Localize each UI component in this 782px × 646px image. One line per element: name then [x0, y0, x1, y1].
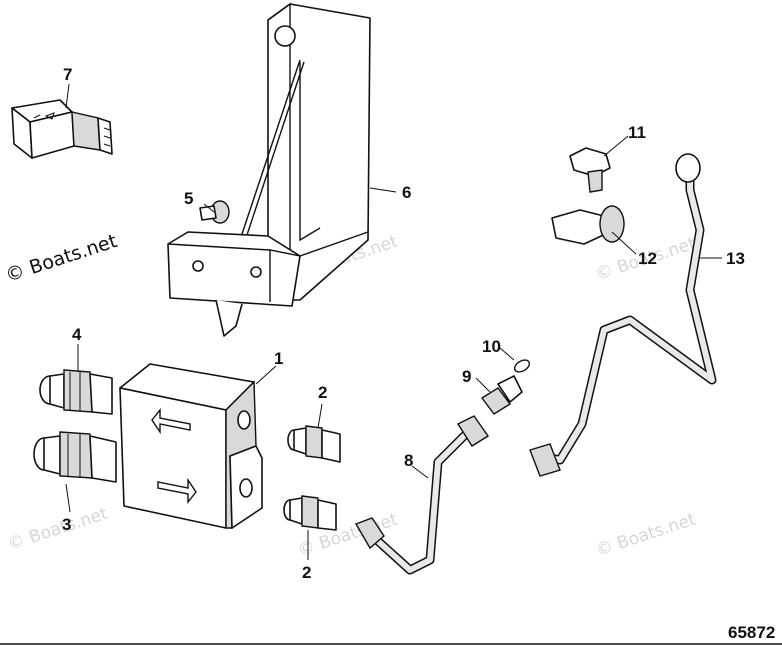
- part-2-fitting-lower: [283, 495, 337, 531]
- callout-13: 13: [726, 249, 745, 268]
- callout-6: 6: [402, 183, 411, 202]
- part-5-screw: [199, 200, 230, 224]
- callout-8: 8: [404, 451, 413, 470]
- part-12-clamp: [551, 205, 625, 245]
- callout-4: 4: [72, 325, 82, 344]
- part-3-fitting: [33, 431, 117, 483]
- part-1-block: [119, 363, 263, 529]
- part-13-tube: [529, 153, 717, 477]
- part-11-bolt: [569, 147, 611, 193]
- leader-lines: [65, 83, 722, 560]
- callouts: 7 5 6 1 4 3 2 2 8 9 10 11 12 13: [62, 65, 745, 582]
- part-7-connector: [11, 99, 113, 159]
- callout-5: 5: [184, 189, 193, 208]
- watermark: © Boats.net: [5, 504, 110, 555]
- watermark: © Boats.net: [593, 510, 698, 561]
- part-4-fitting: [39, 369, 113, 415]
- part-8-tube: [354, 415, 489, 575]
- callout-7: 7: [63, 65, 72, 84]
- part-9-fitting: [480, 375, 523, 415]
- watermark-dark: © Boats.net: [3, 230, 120, 287]
- diagram-number: 65872: [728, 623, 775, 642]
- part-10-oring: [513, 359, 531, 373]
- callout-3: 3: [62, 515, 71, 534]
- part-2-fitting-upper: [287, 425, 341, 463]
- callout-2-lower: 2: [302, 563, 311, 582]
- callout-12: 12: [638, 249, 657, 268]
- callout-2-upper: 2: [318, 383, 327, 402]
- callout-10: 10: [482, 337, 501, 356]
- callout-1: 1: [274, 349, 283, 368]
- callout-9: 9: [462, 367, 471, 386]
- part-6-bracket: [167, 2, 371, 337]
- callout-11: 11: [628, 123, 646, 142]
